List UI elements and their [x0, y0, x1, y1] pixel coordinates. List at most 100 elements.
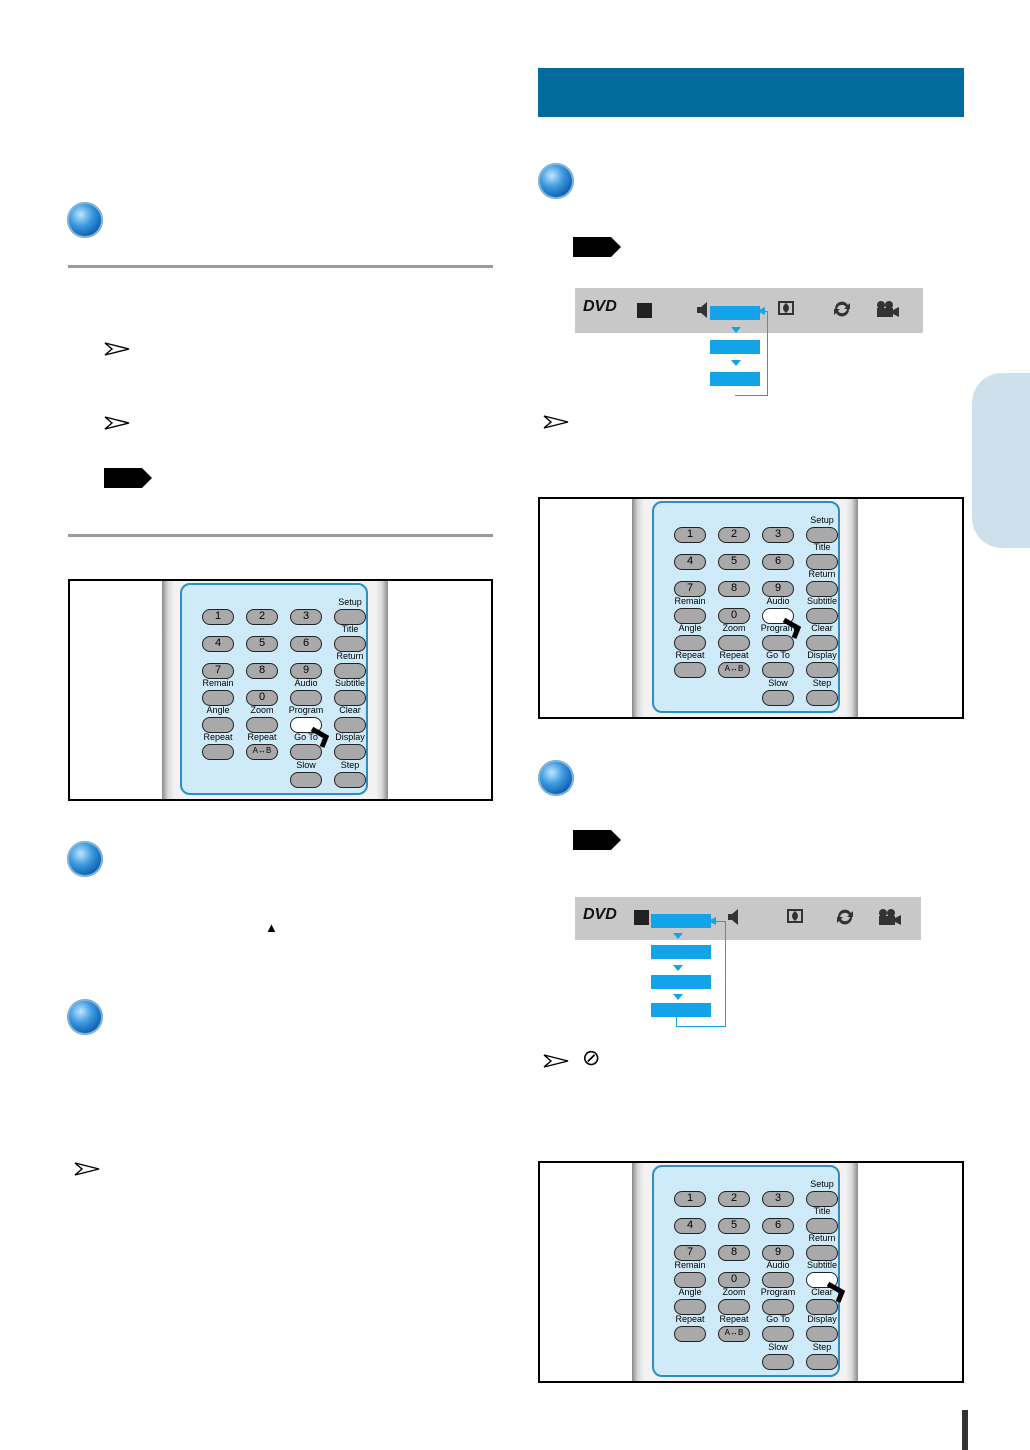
remote-button-step[interactable] [806, 690, 838, 706]
note-tag-icon [573, 830, 621, 850]
remote-button-8[interactable]: 8 [718, 581, 750, 597]
remote-button-clear[interactable] [334, 717, 366, 733]
remote-button-step[interactable] [334, 772, 366, 788]
remote-button-repeat_ab[interactable]: A↔B [718, 1326, 750, 1342]
remote-button-4[interactable]: 4 [674, 1218, 706, 1234]
remote-button-remain[interactable] [674, 1272, 706, 1288]
remote-button-title[interactable] [334, 636, 366, 652]
remote-button-3[interactable]: 3 [290, 609, 322, 625]
remote-button-step[interactable] [806, 1354, 838, 1370]
remote-button-8[interactable]: 8 [718, 1245, 750, 1261]
remote-button-2[interactable]: 2 [246, 609, 278, 625]
remote-label-repeat_ab: Repeat [719, 1314, 749, 1324]
remote-button-display[interactable] [806, 1326, 838, 1342]
remote-button-title[interactable] [806, 554, 838, 570]
remote-button-remain[interactable] [674, 608, 706, 624]
note-arrow-icon [543, 415, 569, 429]
remote-button-6[interactable]: 6 [762, 554, 794, 570]
remote-button-title[interactable] [806, 1218, 838, 1234]
remote-button-9[interactable]: 9 [762, 581, 794, 597]
remote-button-5[interactable]: 5 [718, 554, 750, 570]
remote-button-1[interactable]: 1 [674, 1191, 706, 1207]
remote-button-setup[interactable] [334, 609, 366, 625]
subtitle-icon [637, 303, 652, 318]
remote-button-repeat[interactable] [674, 1326, 706, 1342]
remote-button-clear[interactable] [806, 1299, 838, 1315]
remote-button-remain[interactable] [202, 690, 234, 706]
remote-button-goto[interactable] [762, 1326, 794, 1342]
remote-button-angle[interactable] [202, 717, 234, 733]
remote-button-5[interactable]: 5 [718, 1218, 750, 1234]
remote-button-display[interactable] [806, 662, 838, 678]
remote-button-return[interactable] [806, 581, 838, 597]
remote-button-audio[interactable] [762, 1272, 794, 1288]
remote-button-2[interactable]: 2 [718, 527, 750, 543]
remote-button-3[interactable]: 3 [762, 1191, 794, 1207]
remote-label-repeat_ab: Repeat [719, 650, 749, 660]
remote-label-program: Program [760, 623, 796, 633]
remote-button-setup[interactable] [806, 527, 838, 543]
remote-button-program[interactable] [762, 1299, 794, 1315]
remote-button-slow[interactable] [762, 690, 794, 706]
remote-button-zoom[interactable] [246, 717, 278, 733]
remote-label-remain: Remain [674, 596, 706, 606]
remote-button-slow[interactable] [762, 1354, 794, 1370]
remote-button-7[interactable]: 7 [674, 1245, 706, 1261]
remote-button-3[interactable]: 3 [762, 527, 794, 543]
remote-button-5[interactable]: 5 [246, 636, 278, 652]
remote-button-2[interactable]: 2 [718, 1191, 750, 1207]
remote-button-9[interactable]: 9 [290, 663, 322, 679]
remote-button-display[interactable] [334, 744, 366, 760]
remote-button-goto[interactable] [290, 744, 322, 760]
remote-button-clear[interactable] [806, 635, 838, 651]
remote-label-audio: Audio [766, 1260, 790, 1270]
remote-button-4[interactable]: 4 [674, 554, 706, 570]
step-bullet-icon [67, 202, 103, 238]
remote-button-8[interactable]: 8 [246, 663, 278, 679]
remote-label-goto: Go To [766, 650, 790, 660]
remote-label-setup: Setup [810, 515, 834, 525]
remote-label-return: Return [336, 651, 364, 661]
remote-button-goto[interactable] [762, 662, 794, 678]
remote-button-0[interactable]: 0 [718, 608, 750, 624]
remote-button-repeat_ab[interactable]: A↔B [246, 744, 278, 760]
remote-button-1[interactable]: 1 [674, 527, 706, 543]
remote-button-0[interactable]: 0 [246, 690, 278, 706]
remote-button-7[interactable]: 7 [674, 581, 706, 597]
remote-button-subtitle[interactable] [334, 690, 366, 706]
remote-button-slow[interactable] [290, 772, 322, 788]
remote-label-title: Title [813, 1206, 831, 1216]
remote-label-clear: Clear [811, 1287, 833, 1297]
remote-button-6[interactable]: 6 [290, 636, 322, 652]
remote-button-4[interactable]: 4 [202, 636, 234, 652]
step-bullet-icon [67, 999, 103, 1035]
remote-button-zoom[interactable] [718, 635, 750, 651]
speaker-icon [728, 909, 738, 925]
remote-button-setup[interactable] [806, 1191, 838, 1207]
remote-button-angle[interactable] [674, 635, 706, 651]
dvd-logo: DVD [583, 298, 617, 315]
remote-label-audio: Audio [766, 596, 790, 606]
speaker-icon [697, 302, 707, 318]
remote-button-angle[interactable] [674, 1299, 706, 1315]
remote-button-return[interactable] [334, 663, 366, 679]
remote-button-repeat[interactable] [202, 744, 234, 760]
remote-button-program[interactable] [762, 635, 794, 651]
remote-button-7[interactable]: 7 [202, 663, 234, 679]
remote-button-0[interactable]: 0 [718, 1272, 750, 1288]
remote-button-6[interactable]: 6 [762, 1218, 794, 1234]
remote-button-9[interactable]: 9 [762, 1245, 794, 1261]
remote-button-repeat[interactable] [674, 662, 706, 678]
press-indicator-icon [310, 727, 330, 748]
remote-label-angle: Angle [678, 623, 702, 633]
remote-button-repeat_ab[interactable]: A↔B [718, 662, 750, 678]
remote-button-zoom[interactable] [718, 1299, 750, 1315]
remote-button-subtitle[interactable] [806, 608, 838, 624]
remote-label-program: Program [288, 705, 324, 715]
remote-button-return[interactable] [806, 1245, 838, 1261]
osd-subtitle-bar: DVD [575, 897, 921, 940]
remote-button-audio[interactable] [290, 690, 322, 706]
remote-label-display: Display [807, 1314, 837, 1324]
remote-button-1[interactable]: 1 [202, 609, 234, 625]
